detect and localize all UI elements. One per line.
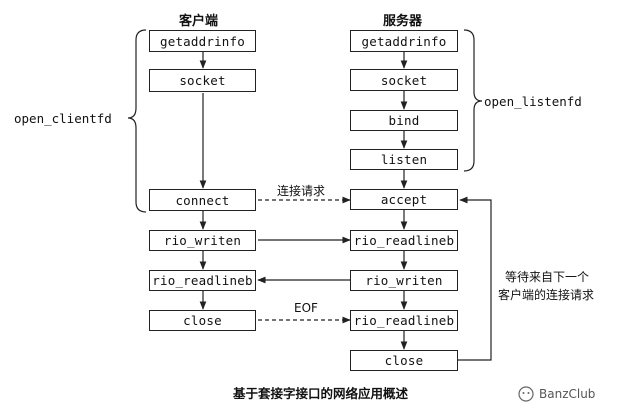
server-header: 服务器 <box>383 14 423 29</box>
server-getaddrinfo-box: getaddrinfo <box>350 30 458 52</box>
server-socket-box: socket <box>350 69 458 91</box>
server-close-box: close <box>350 350 458 371</box>
connect-request-label: 连接请求 <box>277 184 326 198</box>
server-bind-box: bind <box>350 110 458 131</box>
client-connect-box: connect <box>149 189 256 211</box>
wechat-logo-icon <box>518 386 534 402</box>
open-listenfd-label: open_listenfd <box>484 94 582 109</box>
server-brace <box>463 29 483 172</box>
loop-label-line-1: 等待来自下一个 <box>505 270 590 284</box>
client-socket-box: socket <box>149 69 256 92</box>
server-accept-box: accept <box>350 189 458 210</box>
client-getaddrinfo-box: getaddrinfo <box>149 30 256 52</box>
client-rio-writen-box: rio_writen <box>149 230 256 251</box>
server-rio-readlineb-2-box: rio_readlineb <box>350 310 458 331</box>
client-close-box: close <box>149 310 256 331</box>
server-rio-readlineb-box: rio_readlineb <box>350 230 458 251</box>
edge-loop-back-to-accept <box>458 196 492 361</box>
client-rio-readlineb-box: rio_readlineb <box>149 270 256 291</box>
loop-label-line-2: 客户端的连接请求 <box>498 288 595 302</box>
figure-caption: 基于套接字接口的网络应用概述 <box>233 386 409 401</box>
open-clientfd-label: open_clientfd <box>14 111 112 126</box>
client-header: 客户端 <box>179 14 219 29</box>
server-rio-writen-box: rio_writen <box>350 270 458 291</box>
client-brace <box>127 29 147 213</box>
server-listen-box: listen <box>350 149 458 170</box>
watermark-text: BanzClub <box>539 387 596 401</box>
eof-label: EOF <box>294 301 318 315</box>
